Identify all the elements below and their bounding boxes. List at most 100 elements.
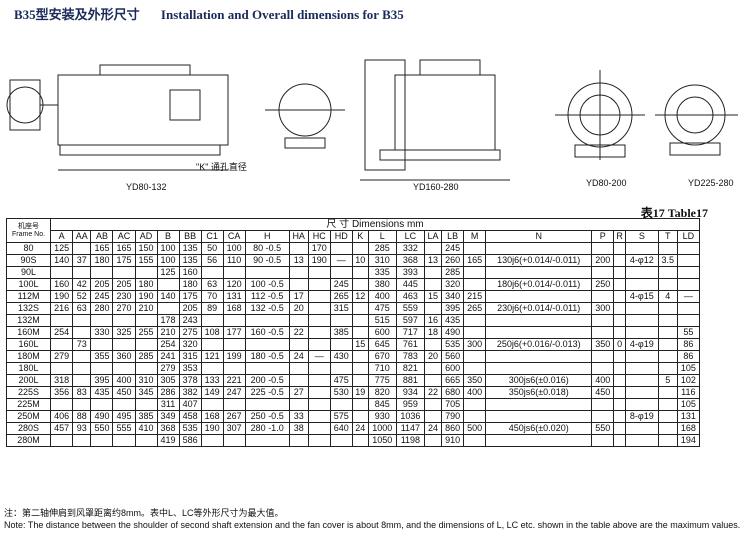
table-cell <box>72 362 92 375</box>
frame-cell: 225S <box>5 386 52 399</box>
table-cell <box>50 314 74 327</box>
table-cell: 586 <box>178 434 202 447</box>
table-cell: 200 -0.5 <box>244 374 290 387</box>
table-cell <box>90 338 114 351</box>
table-cell: 407 <box>178 398 202 411</box>
table-cell <box>329 362 353 375</box>
table-cell <box>463 398 487 411</box>
k-hole-callout: "K" 通孔直径 <box>196 162 247 172</box>
table-cell: 50 <box>200 242 224 255</box>
column-header-la: LA <box>423 230 443 243</box>
table-cell <box>591 398 615 411</box>
table-cell: 80 -0.5 <box>244 242 290 255</box>
table-cell: 88 <box>72 410 92 423</box>
table-cell <box>485 410 593 423</box>
table-cell <box>288 278 309 291</box>
table-cell: 318 <box>50 374 74 387</box>
title-en: Installation and Overall dimensions for … <box>160 7 404 22</box>
table-cell <box>485 362 593 375</box>
table-cell <box>676 242 701 255</box>
table-cell: 205 <box>112 278 136 291</box>
table-cell: 194 <box>676 434 701 447</box>
table-cell <box>485 266 593 279</box>
table-cell: 178 <box>156 314 180 327</box>
table-cell: 400 <box>591 374 615 387</box>
table-cell: 300 <box>591 302 615 315</box>
table-cell: 63 <box>200 278 224 291</box>
table-cell: 140 <box>156 290 180 303</box>
table-cell: 275 <box>178 326 202 339</box>
frame-cell: 160L <box>5 338 52 351</box>
table-cell: 245 <box>441 242 465 255</box>
table-cell <box>657 398 678 411</box>
table-cell <box>329 338 353 351</box>
table-cell: 353 <box>178 362 202 375</box>
frame-header: 机座号 Frame No. <box>5 218 52 243</box>
table-cell <box>244 314 290 327</box>
table-cell <box>72 242 92 255</box>
table-cell: 382 <box>178 386 202 399</box>
table-cell <box>351 326 369 339</box>
table-cell: 270 <box>112 302 136 315</box>
table-cell: 205 <box>90 278 114 291</box>
table-cell <box>657 422 678 435</box>
table-cell: 175 <box>112 254 136 267</box>
note-en: Note: The distance between the shoulder … <box>4 520 741 530</box>
frame-cell: 180M <box>5 350 52 363</box>
table-cell <box>307 422 331 435</box>
table-cell <box>72 326 92 339</box>
table-cell: 368 <box>395 254 425 267</box>
table-cell: 225 -0.5 <box>244 386 290 399</box>
table-cell: 5 <box>657 374 678 387</box>
table-cell <box>423 398 443 411</box>
column-header-ab: AB <box>90 230 114 243</box>
table-cell: 56 <box>200 254 224 267</box>
table-cell: 190 <box>200 422 224 435</box>
table-cell <box>72 266 92 279</box>
table-cell: 180 <box>90 254 114 267</box>
table-cell: 385 <box>329 326 353 339</box>
table-cell: 285 <box>441 266 465 279</box>
table-cell: 63 <box>72 302 92 315</box>
table-cell: 24 <box>288 350 309 363</box>
table-cell: 116 <box>676 386 701 399</box>
note-cn: 注：第二轴伸肩到风罩距离约8mm。表中L、LC等外形尺寸为最大值。 <box>4 508 284 518</box>
table-cell <box>676 254 701 267</box>
column-header-aa: AA <box>72 230 92 243</box>
table-cell: 3.5 <box>657 254 678 267</box>
frame-cell: 250M <box>5 410 52 423</box>
table-cell: 395 <box>90 374 114 387</box>
column-header-t: T <box>657 230 678 243</box>
table-cell <box>222 362 246 375</box>
table-cell: 881 <box>395 374 425 387</box>
table-cell: 286 <box>156 386 180 399</box>
table-cell: 400 <box>367 290 397 303</box>
page-title: B35型安装及外形尺寸 Installation and Overall dim… <box>14 4 404 23</box>
table-cell <box>423 338 443 351</box>
table-cell <box>351 410 369 423</box>
table-cell <box>657 242 678 255</box>
column-header-p: P <box>591 230 615 243</box>
table-cell <box>134 398 158 411</box>
table-cell <box>613 434 626 447</box>
table-cell: 24 <box>423 422 443 435</box>
table-cell <box>624 314 659 327</box>
table-cell: 345 <box>134 386 158 399</box>
table-cell: 230j6(+0.014/-0.011) <box>485 302 593 315</box>
table-cell <box>351 278 369 291</box>
table-cell: 315 <box>178 350 202 363</box>
table-cell: 180j6(+0.014/-0.011) <box>485 278 593 291</box>
column-header-k: K <box>351 230 369 243</box>
table-cell: 910 <box>441 434 465 447</box>
table-cell <box>351 314 369 327</box>
table-cell <box>423 302 443 315</box>
table-cell <box>50 398 74 411</box>
table-cell: 73 <box>72 338 92 351</box>
table-cell <box>423 266 443 279</box>
table-cell <box>200 266 224 279</box>
table-cell: 332 <box>395 242 425 255</box>
